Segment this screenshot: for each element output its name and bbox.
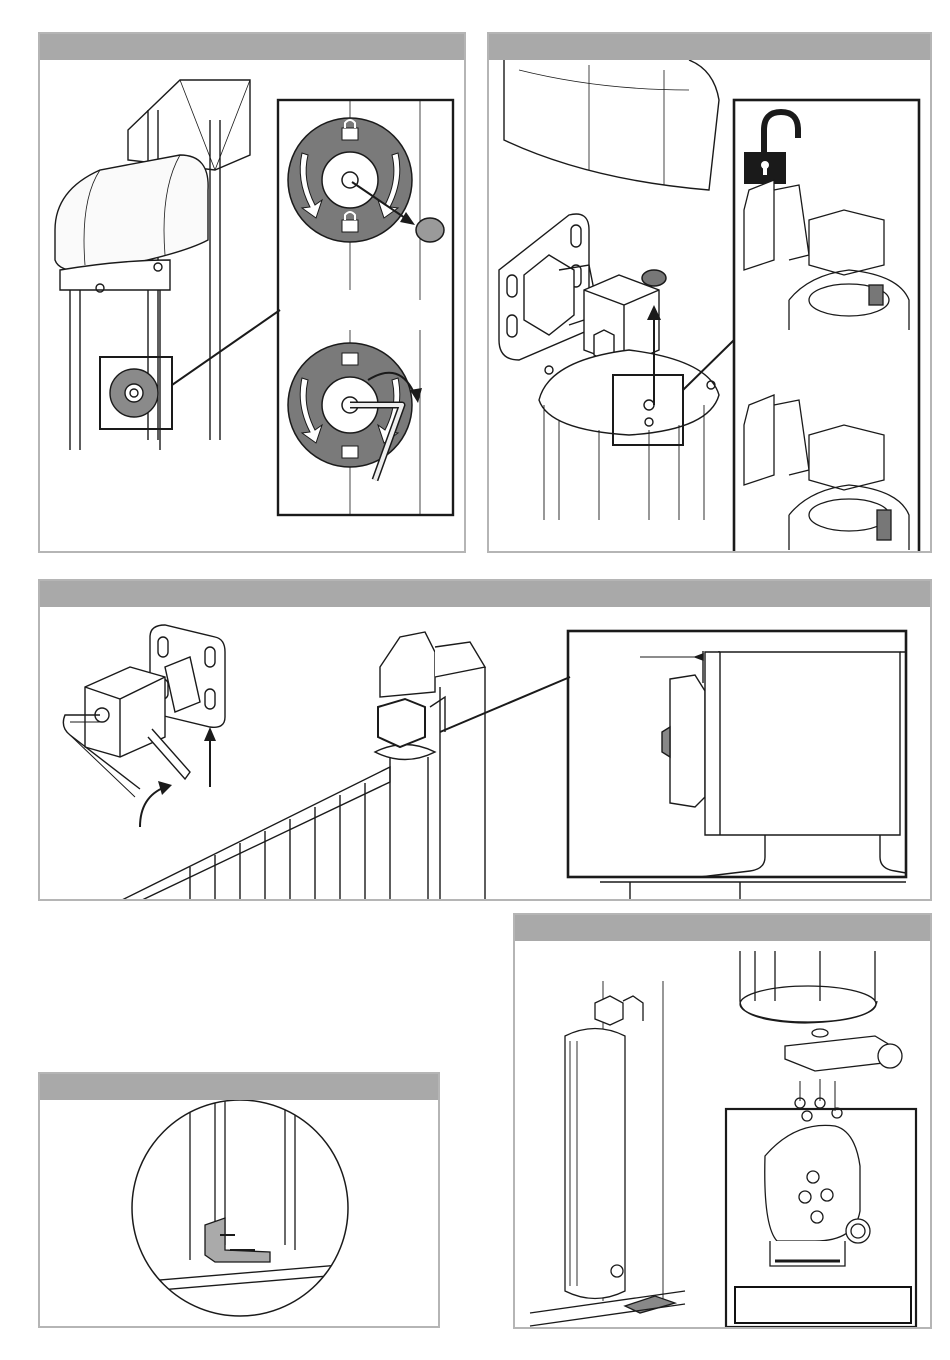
unlock-screw-panel	[487, 32, 932, 553]
operator-column	[565, 1029, 625, 1299]
base-mount-panel	[513, 913, 932, 1329]
panel-header	[40, 1074, 438, 1100]
adjust-clearance-illustration	[40, 607, 930, 901]
ground-bracket-panel	[38, 1072, 440, 1328]
release-screw	[642, 270, 666, 286]
panel-header	[40, 581, 930, 607]
ground-bracket-illustration	[40, 1100, 438, 1328]
motor-housing	[55, 155, 208, 271]
unlock-cap-illustration	[40, 60, 464, 553]
release-disc-bottom	[288, 343, 422, 480]
adjust-clearance-panel	[38, 579, 932, 901]
panel-header	[515, 915, 930, 941]
unlock-screw-illustration	[489, 60, 930, 553]
unlock-cap-panel	[38, 32, 466, 553]
base-label-box	[734, 1286, 912, 1324]
open-padlock-icon	[744, 112, 798, 184]
release-cap	[416, 218, 444, 242]
base-mount-illustration	[515, 941, 930, 1329]
release-disc-top	[288, 118, 444, 242]
panel-header	[40, 34, 464, 60]
panel-header	[489, 34, 930, 60]
